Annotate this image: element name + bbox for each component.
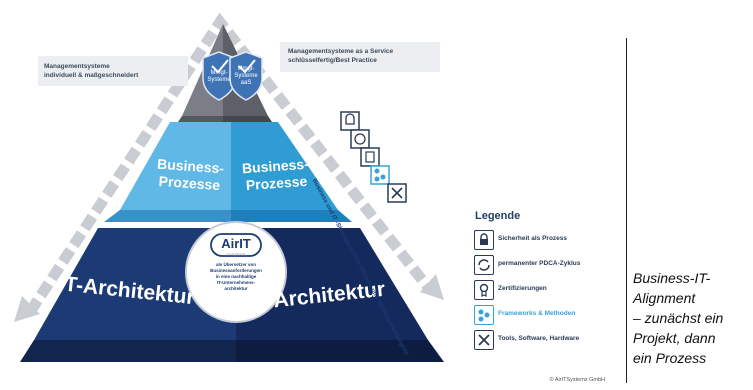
legend-item: Frameworks & Methoden bbox=[470, 305, 620, 327]
cycle-icon bbox=[350, 129, 370, 149]
shield-right-label: Mmgt- Systeme aaS bbox=[234, 66, 258, 86]
legend-item: Sicherheit als Prozess bbox=[470, 230, 620, 252]
divider bbox=[626, 38, 627, 383]
mid-right-label: Business- Prozesse bbox=[241, 155, 310, 194]
lock-icon bbox=[340, 111, 360, 131]
pyramid-middle bbox=[104, 122, 352, 222]
top-left-label-bg bbox=[38, 56, 188, 86]
airit-logo-sub: SYSTEMS bbox=[226, 252, 246, 257]
legend-item: permanenter PDCA-Zyklus bbox=[470, 255, 620, 277]
top-right-label-bg bbox=[280, 42, 440, 72]
tools-icon bbox=[474, 330, 494, 350]
certificate-icon bbox=[360, 147, 380, 167]
shield-left-label: Mmgt- Systeme bbox=[207, 70, 231, 83]
framework-icon bbox=[370, 165, 390, 185]
outer-arrow-outline bbox=[14, 12, 444, 322]
side-icons bbox=[340, 111, 407, 203]
legend-title: Legende bbox=[475, 210, 521, 222]
top-left-label: Managementsysteme individuell & maßgesch… bbox=[44, 63, 139, 79]
mid-left-label: Business- Prozesse bbox=[156, 155, 225, 194]
shield-right-icon bbox=[229, 51, 263, 101]
shield-left-icon bbox=[202, 51, 236, 101]
center-text: als Übersetzer von Businessanforderungen… bbox=[210, 262, 262, 291]
legend-item: Zertifizierungen bbox=[470, 280, 620, 302]
lock-icon bbox=[474, 230, 494, 250]
center-badge bbox=[185, 221, 287, 323]
legend-item: Tools, Software, Hardware bbox=[470, 330, 620, 352]
certificate-icon bbox=[474, 280, 494, 300]
cycle-icon bbox=[474, 255, 494, 275]
copyright-text: © AirITSystems GmbH bbox=[550, 376, 605, 383]
top-right-label: Managementsysteme as a Service schlüssel… bbox=[288, 48, 394, 64]
caption: Business-IT- Alignment – zunächst ein Pr… bbox=[633, 270, 724, 366]
airit-logo: AirIT bbox=[221, 236, 251, 251]
framework-icon bbox=[474, 305, 494, 325]
